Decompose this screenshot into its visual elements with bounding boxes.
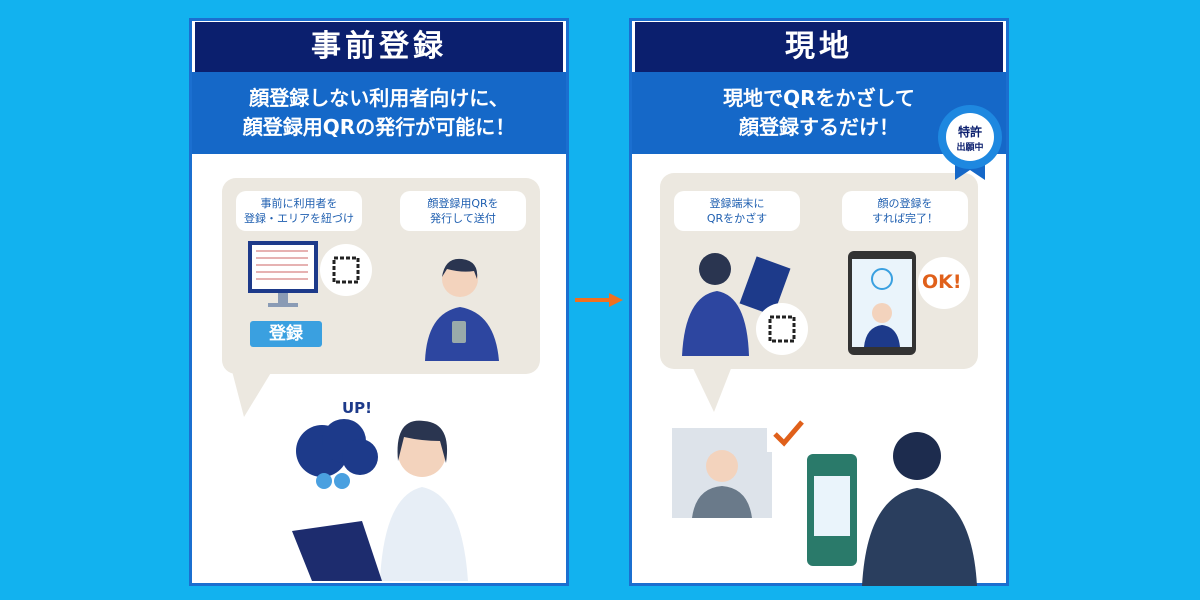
ok-label: OK! (922, 271, 962, 293)
arrow-right-icon (575, 293, 623, 307)
step-label: 事前に利用者を登録・エリアを紐づけ (236, 191, 362, 231)
subtitle-line: 顔登録用QRの発行が可能に！ (242, 115, 516, 139)
badge-line2: 出願中 (956, 141, 983, 153)
monitor-qr-illustration (248, 241, 372, 307)
panel-subtitle: 顔登録しない利用者向けに、 顔登録用QRの発行が可能に！ (192, 72, 566, 154)
upload-label: UP! (342, 399, 373, 417)
subtitle-line: 顔登録するだけ！ (739, 115, 899, 139)
badge-line1: 特許 (958, 124, 982, 139)
panel-title: 事前登録 (195, 22, 563, 72)
patent-pending-badge: 特許 出願中 (938, 105, 1002, 180)
face-recognition-illustration (672, 416, 977, 586)
subtitle-line: 現地でQRをかざして (723, 86, 915, 110)
tablet-face-illustration (848, 251, 970, 355)
scan-qr-illustration (682, 253, 808, 356)
admin-laptop-illustration (292, 419, 468, 581)
step-label: 顔の登録をすれば完了！ (842, 191, 968, 231)
panel-title: 現地 (635, 22, 1003, 72)
subtitle-line: 顔登録しない利用者向けに、 (249, 86, 509, 110)
pre-registration-panel: 事前登録 顔登録しない利用者向けに、 顔登録用QRの発行が可能に！ 事前に利用者… (189, 18, 569, 586)
step-label: 顔登録用QRを発行して送付 (400, 191, 526, 231)
bubble-tail (692, 366, 732, 412)
register-button-illustration: 登録 (250, 321, 322, 347)
person-phone-illustration (425, 258, 499, 361)
bubble-tail (232, 371, 272, 417)
